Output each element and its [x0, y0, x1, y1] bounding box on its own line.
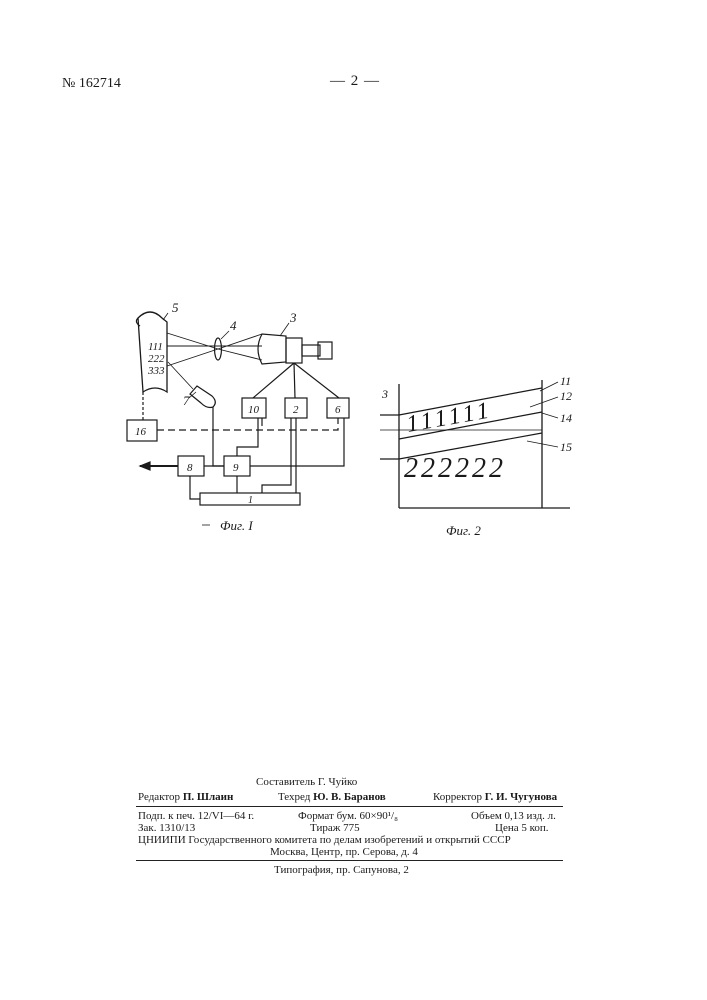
fig2-label-12: 12	[560, 389, 572, 403]
beam-top	[167, 333, 218, 349]
fig2-caption: Фиг. 2	[446, 523, 481, 538]
camera-neck	[302, 345, 320, 356]
wire-cam-2	[294, 363, 295, 398]
wire-lamp-9	[213, 407, 224, 466]
label-2: 2	[293, 404, 299, 416]
label-1: 1	[248, 495, 253, 506]
leader-11	[540, 382, 558, 391]
wire-cam-6	[294, 363, 339, 398]
wire-2-1b	[262, 418, 291, 493]
label-8: 8	[187, 462, 193, 474]
editor-name: П. Шлаин	[183, 791, 233, 803]
fig2-label-15: 15	[560, 440, 572, 454]
corrector-name: Г. И. Чугунова	[485, 791, 557, 803]
label-16: 16	[135, 426, 147, 438]
wire-8-1	[190, 476, 200, 499]
card-line-2: 222	[148, 353, 165, 365]
address: Москва, Центр, пр. Серова, д. 4	[270, 846, 418, 859]
printing-house: Типография, пр. Сапунова, 2	[274, 864, 409, 877]
fig1-caption: Фиг. I	[220, 518, 253, 533]
label-10: 10	[248, 404, 260, 416]
leader-14	[542, 413, 558, 418]
figure-1: 111 222 333 5 4	[0, 0, 707, 560]
label-9: 9	[233, 462, 239, 474]
card-line-1: 111	[148, 341, 163, 353]
dashed-link	[157, 418, 338, 430]
fig2-label-11: 11	[560, 374, 571, 388]
editor: Редактор П. Шлаин	[138, 791, 233, 804]
techred-label: Техред	[278, 791, 310, 803]
label-3: 3	[289, 310, 297, 325]
corrector: Корректор Г. И. Чугунова	[433, 791, 557, 804]
beam-low-2	[218, 349, 262, 360]
divider-top	[136, 806, 563, 807]
fig2-row-2: 222222	[404, 453, 506, 484]
techred-name: Ю. В. Баранов	[313, 791, 386, 803]
card-line-3: 333	[147, 365, 165, 377]
wire-10-9	[237, 418, 258, 456]
wire-cam-10	[253, 363, 294, 398]
camera-tube	[258, 334, 286, 364]
beam-top-2	[218, 334, 262, 349]
fig2-label-3: 3	[381, 387, 388, 401]
fig2-label-14: 14	[560, 411, 572, 425]
label-5: 5	[172, 300, 179, 315]
lamp-ray	[168, 362, 193, 389]
label-4: 4	[230, 318, 237, 333]
fig2-row-1: 111111	[405, 397, 495, 438]
lamp	[190, 386, 215, 408]
label-6: 6	[335, 404, 341, 416]
techred: Техред Ю. В. Баранов	[278, 791, 386, 804]
compiler: Составитель Г. Чуйко	[256, 776, 357, 789]
divider-bottom	[136, 860, 563, 861]
figure-2: 111111 222222 3 11 12 14 15 Фиг. 2	[380, 374, 572, 538]
camera-body	[286, 338, 302, 363]
label-7: 7	[183, 393, 190, 408]
beam-low	[167, 349, 218, 366]
wire-9-6	[250, 418, 344, 466]
editor-label: Редактор	[138, 791, 180, 803]
corrector-label: Корректор	[433, 791, 482, 803]
leader-12	[530, 397, 558, 407]
output-arrow	[140, 462, 150, 470]
